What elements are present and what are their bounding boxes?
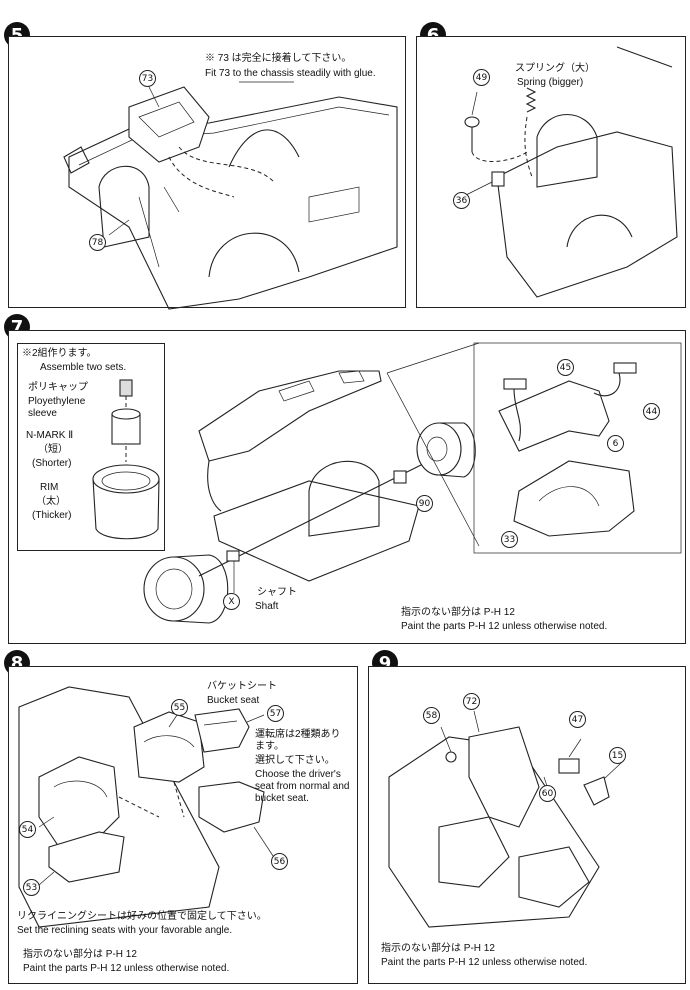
polycap-jp: ポリキャップ	[28, 382, 88, 393]
part-label-36: 36	[453, 192, 470, 209]
step-6-panel: スプリング（大） Spring (bigger) 49 36	[416, 36, 686, 308]
choose-seat-en-3: bucket seat.	[255, 793, 309, 804]
part-label-X: X	[223, 593, 240, 610]
part-label-78: 78	[89, 234, 106, 251]
step-6-label-en: Spring (bigger)	[517, 77, 584, 88]
step-7-axle-drawing	[143, 342, 682, 624]
step-8-paint-en: Paint the parts P-H 12 unless otherwise …	[23, 963, 230, 974]
step-5-note-en: Fit 73 to the chassis steadily with glue…	[205, 68, 376, 79]
part-label-60: 60	[539, 785, 556, 802]
step-5-note-jp: ※ 73 は完全に接着して下さい。	[205, 53, 352, 64]
inset-title-en: Assemble two sets.	[40, 362, 127, 373]
wheel-assembly-drawing	[92, 379, 160, 540]
step-5-panel: ※ 73 は完全に接着して下さい。 Fit 73 to the chassis …	[8, 36, 406, 310]
short-en: (Shorter)	[32, 458, 72, 469]
bucket-seat-en: Bucket seat	[207, 695, 260, 706]
part-label-44: 44	[643, 403, 660, 420]
part-label-56: 56	[271, 853, 288, 870]
recline-jp: リクライニングシートは好みの位置で固定して下さい。	[17, 911, 267, 922]
step-7-wheel-inset: ※2組作ります。 Assemble two sets. ポリキャップ Ploye…	[17, 343, 165, 551]
step-7-panel: ※2組作ります。 Assemble two sets. ポリキャップ Ploye…	[8, 330, 686, 644]
choose-seat-en-1: Choose the driver's	[255, 769, 341, 780]
part-label-15: 15	[609, 747, 626, 764]
part-label-72: 72	[463, 693, 480, 710]
bucket-seat-jp: バケットシート	[207, 681, 277, 692]
step-5-chassis-drawing	[63, 81, 398, 310]
choose-seat-jp-1: 運転席は2種類あり	[255, 729, 341, 740]
part-label-53: 53	[23, 879, 40, 896]
step-7-paint-jp: 指示のない部分は P-H 12	[401, 607, 515, 618]
rim-label: RIM	[40, 482, 59, 493]
polycap-en-1: Ployethylene	[28, 396, 86, 407]
step-6-label-jp: スプリング（大）	[515, 63, 595, 74]
short-jp: （短）	[38, 444, 68, 455]
step-9-paint-jp: 指示のない部分は P-H 12	[381, 943, 495, 954]
step-9-paint-en: Paint the parts P-H 12 unless otherwise …	[381, 957, 588, 968]
shaft-en: Shaft	[255, 601, 279, 612]
part-label-58: 58	[423, 707, 440, 724]
part-label-57: 57	[267, 705, 284, 722]
part-label-55: 55	[171, 699, 188, 716]
part-label-73: 73	[139, 70, 156, 87]
step-9-console-drawing	[388, 710, 622, 928]
part-label-90: 90	[416, 495, 433, 512]
step-8-panel: バケットシート Bucket seat 運転席は2種類あり ます。 選択して下さ…	[8, 666, 358, 984]
part-label-47: 47	[569, 711, 586, 728]
part-label-6: 6	[607, 435, 624, 452]
part-label-33: 33	[501, 531, 518, 548]
part-label-45: 45	[557, 359, 574, 376]
step-6-spring-drawing	[461, 46, 678, 298]
choose-seat-jp-2: ます。	[255, 741, 284, 752]
choose-seat-en-2: seat from normal and	[255, 781, 350, 792]
part-label-49: 49	[473, 69, 490, 86]
nmark-label: N-MARK Ⅱ	[26, 430, 74, 441]
choose-seat-jp-3: 選択して下さい。	[255, 755, 335, 766]
step-8-seat-drawing	[18, 686, 278, 928]
step-8-paint-jp: 指示のない部分は P-H 12	[23, 949, 137, 960]
inset-title-jp: ※2組作ります。	[22, 348, 97, 359]
shaft-jp: シャフト	[257, 587, 297, 598]
polycap-en-2: sleeve	[28, 408, 57, 419]
step-7-paint-en: Paint the parts P-H 12 unless otherwise …	[401, 621, 608, 632]
thick-en: (Thicker)	[32, 510, 72, 521]
part-label-54: 54	[19, 821, 36, 838]
thick-jp: （太）	[36, 496, 66, 507]
step-9-panel: 58 72 47 15 60 指示のない部分は P-H 12 Paint the…	[368, 666, 686, 984]
recline-en: Set the reclining seats with your favora…	[17, 925, 233, 936]
